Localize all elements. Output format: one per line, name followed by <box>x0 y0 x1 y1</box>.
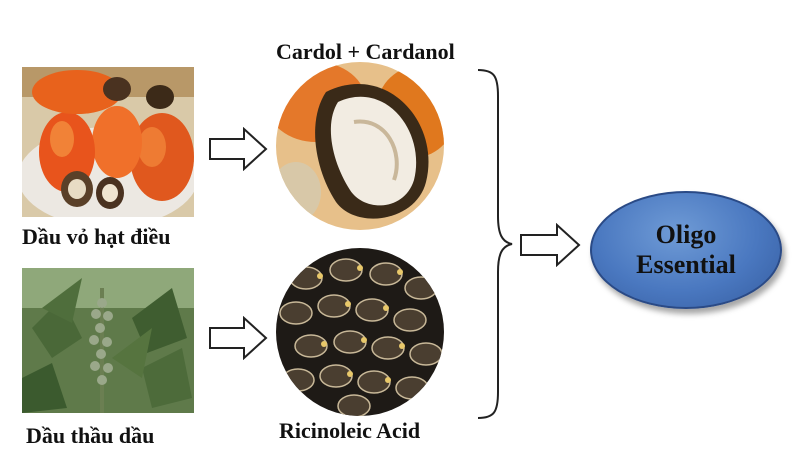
cashew-fruit-photo <box>22 67 194 217</box>
castor-seeds-circle <box>276 248 444 416</box>
castor-source-label: Dầu thầu dầu <box>26 423 155 448</box>
oligo-essential-ellipse: Oligo Essential <box>590 191 782 309</box>
arrow-right-icon <box>209 316 268 360</box>
cashew-source-label: Dầu vỏ hạt điều <box>22 224 171 249</box>
product-name-line1: Oligo <box>655 220 717 249</box>
castor-plant-photo <box>22 268 194 413</box>
cashew-nut-circle <box>276 62 444 230</box>
cashew-compound-label: Cardol + Cardanol <box>276 39 455 64</box>
product-name-line2: Essential <box>636 250 736 279</box>
arrow-right-icon <box>209 127 268 171</box>
castor-compound-label: Ricinoleic Acid <box>279 418 421 443</box>
arrow-right-icon <box>520 223 581 267</box>
curly-brace-icon <box>477 69 513 419</box>
